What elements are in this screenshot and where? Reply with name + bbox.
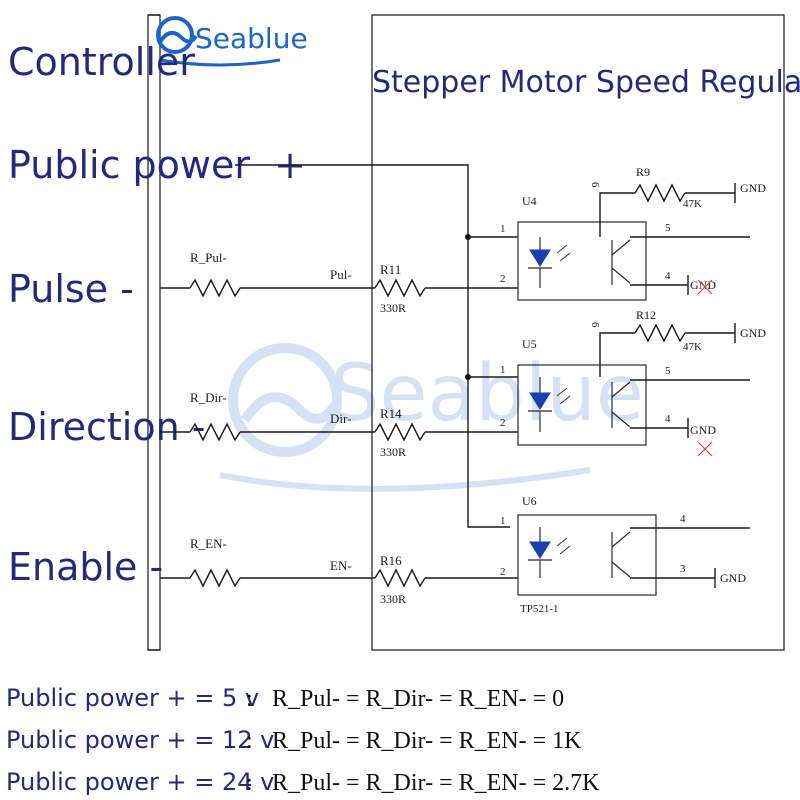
note-24v-condition: Public power + = 24 v [6,768,274,796]
u6-label: U6 [522,494,537,508]
resistor-r-dir [189,422,241,442]
u5-pin5: 5 [665,365,671,377]
resistor-r9 [634,183,686,203]
u6-pin1: 1 [500,515,506,527]
cross-icon [697,279,713,295]
direction-line: R_Dir- Dir- R14 330R [160,390,518,459]
note-5v-condition: Public power + = 5 v [6,684,259,712]
r16-value: 330R [380,592,406,606]
note-12v-condition: Public power + = 12 v [6,726,274,754]
watermark-text: Seablue [330,349,644,439]
power-bus [235,164,510,528]
regulator-title: Stepper Motor Speed Regulator [372,65,800,100]
note-24v-value: R_Pul- = R_Dir- = R_EN- = 2.7K [272,770,600,796]
u5-gnd-top: GND [740,326,766,340]
note-12v-sep: : [246,728,253,754]
en-net-label: EN- [330,558,352,573]
optocoupler-u4: U4 1 2 GND R9 47K 6 5 4 GND [500,165,766,301]
r16-label: R16 [380,553,402,568]
u4-pin5: 5 [665,222,671,234]
optocoupler-u5: U5 1 2 GND R12 47K 6 5 4 GND [500,308,766,457]
enable-line: R_EN- EN- R16 330R [160,536,518,606]
u4-pin1: 1 [500,223,506,235]
r11-value: 330R [380,301,406,315]
u5-pin1: 1 [500,364,506,376]
pulse-line: R_Pul- Pul- R11 330R [160,250,518,315]
resistor-r14 [374,422,426,442]
u5-pin6: 6 [589,322,601,328]
u4-pin6: 6 [589,182,601,188]
u6-part: TP521-1 [520,603,559,615]
led-icon [529,541,551,559]
brand-logo: Seablue [156,16,308,67]
power-notes: Public power + = 5 v : R_Pul- = R_Dir- =… [6,684,600,796]
r11-label: R11 [380,262,401,277]
resistor-r-pul [189,278,241,298]
r9-label: R9 [636,165,650,179]
note-5v-value: R_Pul- = R_Dir- = R_EN- = 0 [272,686,564,712]
r9-value: 47K [683,198,702,210]
u5-gnd-bottom: GND [690,423,716,437]
u6-pin4: 4 [680,513,686,525]
cross-icon [697,441,713,457]
optocoupler-u6: U6 1 2 4 3 GND TP521-1 [500,494,750,615]
led-icon [529,392,551,410]
u6-gnd: GND [720,571,746,585]
regulator-box [371,14,785,651]
signal-direction: Direction - [8,405,205,449]
u5-pin4: 4 [665,413,671,425]
brand-name: Seablue [195,22,308,55]
r14-value: 330R [380,445,406,459]
resistor-r16 [374,568,426,588]
controller-title: Controller [8,40,195,84]
u4-pin2: 2 [500,273,506,285]
u4-label: U4 [522,194,537,208]
watermark: Seablue [219,343,644,492]
wave-logo-icon [156,16,198,54]
r-en-label: R_EN- [190,536,227,551]
note-5v-sep: : [246,686,253,712]
pul-net-label: Pul- [330,267,352,282]
resistor-r11 [374,278,426,298]
r-dir-label: R_Dir- [190,390,227,405]
signal-pulse: Pulse - [8,267,134,311]
resistor-r12 [634,323,686,343]
u4-pin4: 4 [665,270,671,282]
resistor-r-en [189,568,241,588]
u6-pin3: 3 [680,563,686,575]
r12-value: 47K [683,341,702,353]
u4-gnd-top: GND [740,181,766,195]
u5-label: U5 [522,337,537,351]
u6-pin2: 2 [500,566,506,578]
u5-pin2: 2 [500,417,506,429]
r12-label: R12 [636,308,656,322]
note-24v-sep: : [246,770,253,796]
r14-label: R14 [380,406,402,421]
dir-net-label: Dir- [330,411,351,426]
note-12v-value: R_Pul- = R_Dir- = R_EN- = 1K [272,728,582,754]
r-pul-label: R_Pul- [190,250,227,265]
led-icon [529,249,551,267]
signal-enable: Enable - [8,545,163,589]
